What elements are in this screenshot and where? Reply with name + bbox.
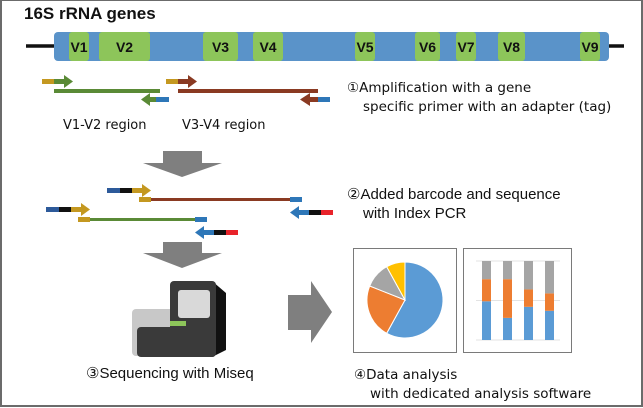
variable-region-v5: V5 [355,32,375,61]
adapter-forward [139,197,151,202]
variable-region-v9: V9 [580,32,600,61]
v1v2-amplicon [90,218,196,221]
adapter-reverse [290,197,302,202]
variable-region-label: V2 [116,39,133,55]
v3v4-region-label: V3-V4 region [182,118,266,133]
variable-region-label: V7 [457,39,474,55]
variable-region-v2: V2 [99,32,150,61]
reverse-primer-arrow [141,93,150,106]
index-reverse [226,230,238,235]
figure-title: 16S rRNA genes [24,4,156,23]
index-forward [46,207,59,212]
miseq-sequencer-icon [132,281,226,357]
bar-chart-frame [463,248,572,353]
variable-region-v3: V3 [203,32,238,61]
v3v4-amplicon [151,198,291,201]
adapter-forward [42,79,54,84]
sequencer-indicator [170,321,186,326]
variable-region-label: V9 [581,39,598,55]
step4-number: ④ [354,367,367,383]
reverse-primer-arrow [300,93,310,106]
adapter-forward [166,79,178,84]
adapter-forward [78,217,90,222]
down-arrow-2 [143,242,222,268]
variable-region-v4: V4 [253,32,283,61]
step3-line1: Sequencing with Miseq [99,365,254,382]
adapter-reverse [318,97,330,102]
step2-line2: with Index PCR [363,205,467,222]
variable-region-label: V4 [259,39,276,55]
step1-line1: Amplification with a gene [359,80,532,96]
barcode [309,210,321,215]
reverse-primer-arrow [195,226,204,239]
step2-index-pcr [46,184,333,239]
adapter-reverse [156,97,169,102]
step1-number: ① [347,80,360,96]
down-arrow-1 [143,151,222,177]
v1v2-amplicon [54,89,160,93]
index-reverse [321,210,333,215]
step1-line2: specific primer with an adapter (tag) [363,99,612,115]
variable-region-v7: V7 [456,32,476,61]
gene-map: V1 V2 V3 V4 V5 V6 V7 V8 V9 [26,32,624,61]
step1-text: ①Amplification with a gene specific prim… [347,79,611,117]
forward-primer-arrow [64,75,73,88]
v3v4-amplicon [178,89,318,93]
reverse-primer-arrow [290,206,299,219]
v1v2-region-label: V1-V2 region [63,118,147,133]
forward-primer-arrow [142,184,151,197]
barcode [120,188,132,193]
right-arrow [288,281,332,343]
step4-text: ④Data analysis with dedicated analysis s… [354,366,591,404]
barcode [214,230,226,235]
step2-line1: Added barcode and sequence [360,186,561,203]
step4-line2: with dedicated analysis software [370,386,592,402]
pie-chart-frame [353,248,457,353]
index-forward [107,188,120,193]
step2-text: ②Added barcode and sequence with Index P… [347,185,561,223]
adapter-reverse [195,217,207,222]
step2-number: ② [347,186,361,203]
variable-region-v8: V8 [498,32,525,61]
step4-line1: Data analysis [366,367,458,383]
variable-region-label: V3 [212,39,229,55]
forward-primer-arrow [81,203,90,216]
variable-region-label: V6 [419,39,436,55]
variable-region-label: V5 [356,39,373,55]
step3-text: ③Sequencing with Miseq [86,364,254,383]
step1-amplicons [42,75,330,106]
variable-region-v6: V6 [415,32,440,61]
step3-number: ③ [86,365,100,382]
sequencer-screen [178,290,210,318]
variable-region-label: V1 [70,39,87,55]
variable-region-label: V8 [503,39,520,55]
variable-region-v1: V1 [69,32,89,61]
forward-primer-arrow [188,75,197,88]
barcode [59,207,71,212]
